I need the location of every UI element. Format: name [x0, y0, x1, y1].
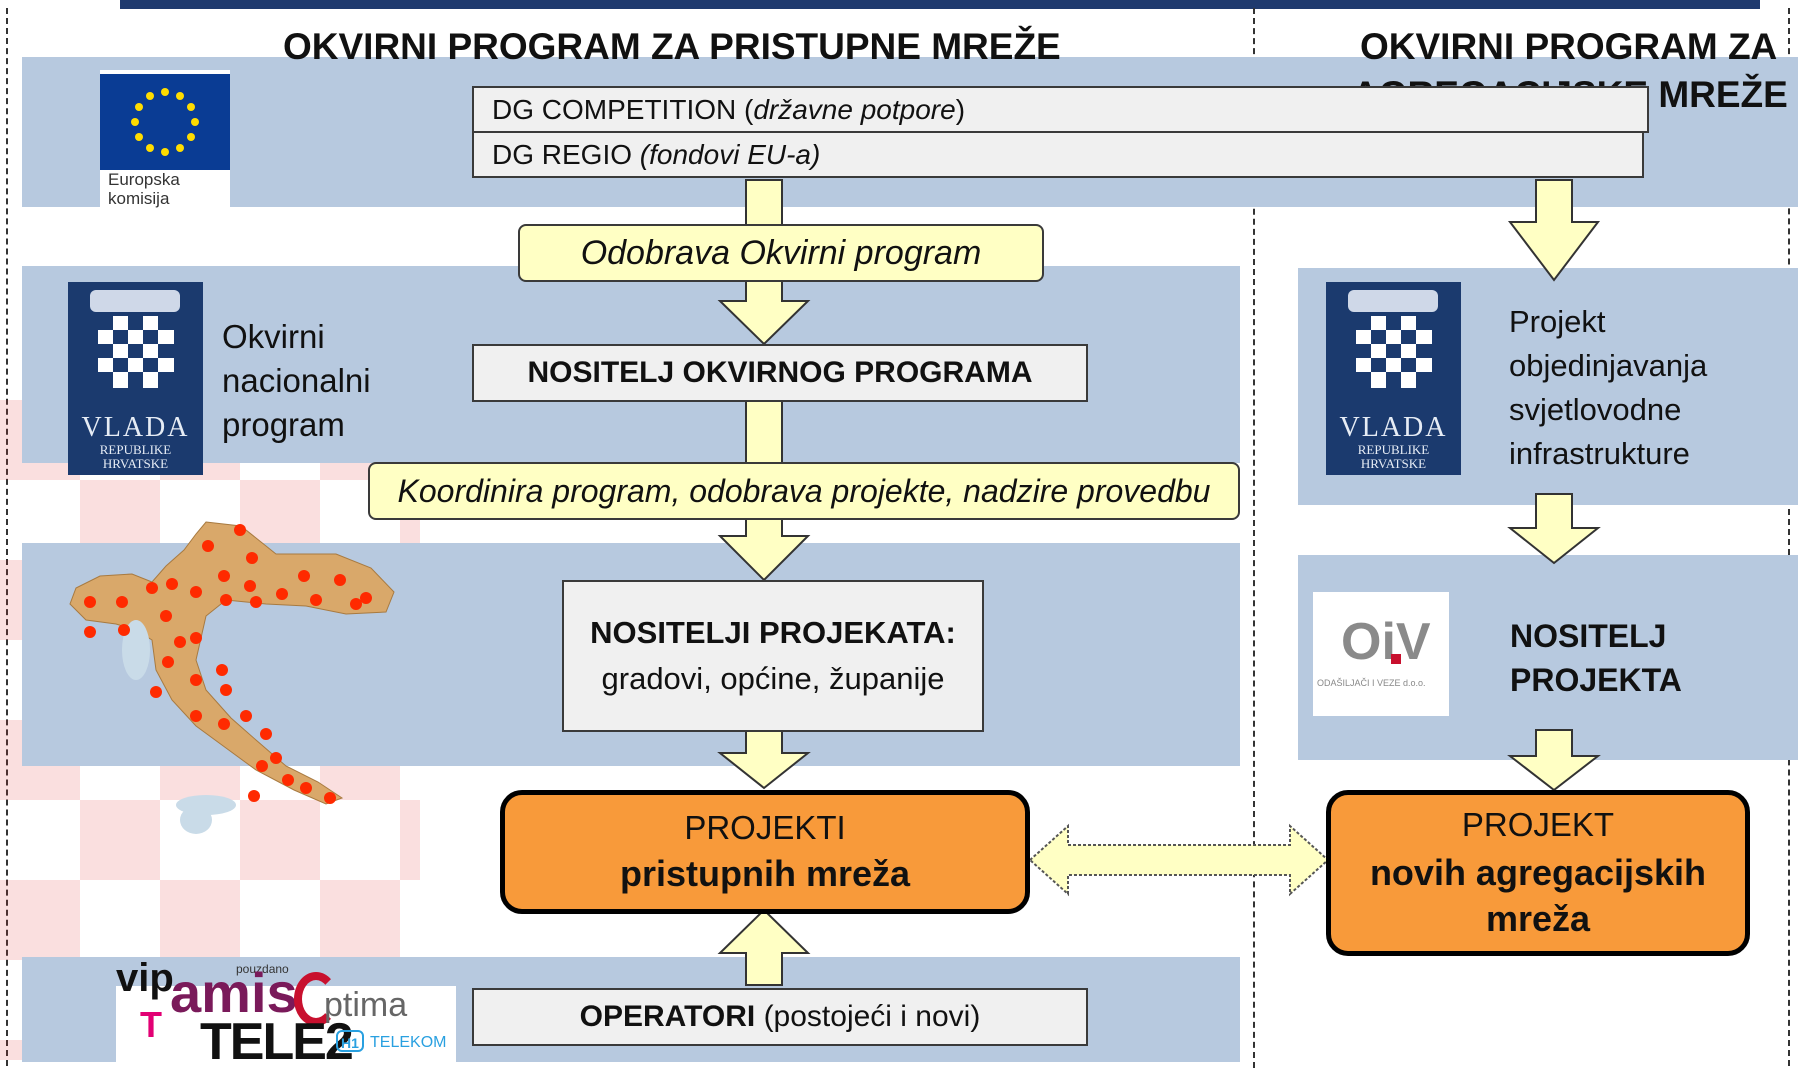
dg-competition-note: državne potpore	[753, 94, 956, 125]
approve-box: Odobrava Okvirni program	[518, 224, 1044, 282]
t-logo: T	[140, 1004, 162, 1045]
right-project-desc-4: infrastrukture	[1509, 436, 1690, 471]
project-holders-subtitle: gradovi, općine, županije	[601, 661, 945, 696]
eu-logo: Europska komisija	[100, 70, 230, 220]
dg-competition-label: DG COMPETITION (	[492, 94, 754, 125]
oiv-logo-subtext: ODAŠILJAČI I VEZE d.o.o.	[1317, 678, 1426, 688]
national-program-line3: program	[222, 406, 345, 443]
program-holder-label: NOSITELJ OKVIRNOG PROGRAMA	[527, 356, 1033, 389]
aggregation-project-line2: novih agregacijskih	[1369, 852, 1707, 893]
connector-dg-to-approve	[745, 179, 783, 226]
left-title: OKVIRNI PROGRAM ZA PRISTUPNE MREŽE	[283, 26, 1061, 67]
eu-flag-icon	[100, 74, 230, 170]
projects-access-box: PROJEKTI pristupnih mreža	[500, 790, 1030, 914]
gov-logo-right: VLADA REPUBLIKE HRVATSKE	[1326, 282, 1461, 475]
arrow-down-right-3	[1507, 729, 1601, 792]
projects-access-line1: PROJEKTI	[684, 809, 846, 846]
program-holder-box: NOSITELJ OKVIRNOG PROGRAMA	[472, 344, 1088, 402]
tele2-logo: TELE2	[200, 1013, 354, 1071]
oiv-logo-text: OiV	[1341, 613, 1431, 671]
aggregation-project-box: PROJEKT novih agregacijskih mreža	[1326, 790, 1750, 956]
right-project-desc-3: svjetlovodne	[1509, 392, 1682, 427]
eu-logo-text-2: komisija	[108, 189, 170, 208]
croatian-coat-of-arms-icon	[1348, 290, 1438, 388]
column-divider	[1253, 8, 1255, 1068]
eu-logo-text-1: Europska	[108, 170, 180, 189]
arrow-down-coord-to-projects	[717, 511, 811, 582]
dg-regio-note: (fondovi EU-a)	[639, 139, 821, 170]
top-border	[120, 0, 1760, 9]
outer-frame	[6, 8, 1790, 1066]
gov-logo-right-line3: HRVATSKE	[1360, 456, 1427, 471]
dg-competition-close: )	[955, 94, 966, 125]
right-project-desc-2: objedinjavanja	[1509, 348, 1708, 383]
double-arrow-projects	[1028, 823, 1330, 897]
dg-regio-label: DG REGIO	[492, 139, 640, 170]
dg-competition-box: DG COMPETITION (državne potpore)	[472, 86, 1649, 133]
right-project-desc-1: Projekt	[1509, 304, 1606, 339]
amis-logo: amis	[170, 961, 298, 1024]
national-program-line2: nacionalni	[222, 362, 371, 399]
connector-holder-to-coord	[745, 399, 783, 465]
vip-logo: vip	[116, 956, 174, 1000]
aggregation-project-line3: mreža	[1485, 898, 1591, 939]
gov-logo-left-line3: HRVATSKE	[102, 456, 169, 471]
right-holder-line1: NOSITELJ	[1510, 618, 1667, 654]
arrow-down-holders-to-projects	[717, 729, 811, 790]
oiv-logo-accent	[1391, 654, 1401, 664]
logos-white-panel	[116, 986, 456, 1062]
national-program-line1: Okvirni	[222, 318, 325, 355]
h1-logo-icon: H1	[336, 1030, 364, 1052]
project-holders-box: NOSITELJI PROJEKATA: gradovi, općine, žu…	[562, 580, 984, 732]
gov-logo-left-word: VLADA	[81, 412, 190, 443]
gov-logo-right-word: VLADA	[1339, 412, 1448, 443]
coordinate-box: Koordinira program, odobrava projekte, n…	[368, 462, 1240, 520]
oiv-logo: OiV ODAŠILJAČI I VEZE d.o.o.	[1313, 592, 1449, 716]
right-holder-line2: PROJEKTA	[1510, 662, 1682, 698]
arrow-down-approve-to-holder	[717, 277, 811, 346]
projects-access-line2: pristupnih mreža	[619, 853, 911, 894]
operator-logos: pouzdano vip amis ptima T TELE2 H1 TELEK…	[116, 930, 456, 1071]
croatian-coat-of-arms-icon	[90, 290, 180, 388]
pouzdano-text: pouzdano	[236, 962, 289, 976]
aggregation-project-line1: PROJEKT	[1461, 806, 1615, 843]
operators-box: OPERATORI (postojeći i novi)	[472, 988, 1088, 1046]
arrow-down-right-2	[1507, 493, 1601, 565]
arrow-down-right-1	[1507, 179, 1601, 282]
croatia-map-icon	[69, 521, 395, 834]
gov-logo-left: VLADA REPUBLIKE HRVATSKE	[68, 282, 203, 475]
right-title-line1: OKVIRNI PROGRAM ZA	[1360, 26, 1778, 67]
optima-logo: ptima	[324, 986, 408, 1024]
arrow-up-operators	[717, 908, 811, 986]
gov-logo-right-line2: REPUBLIKE	[1357, 442, 1430, 457]
operators-label: OPERATORI	[579, 1000, 756, 1033]
project-holders-title: NOSITELJI PROJEKATA:	[590, 615, 956, 650]
h1-telekom-text: TELEKOM	[370, 1034, 447, 1051]
gov-logo-left-line2: REPUBLIKE	[99, 442, 172, 457]
operators-note: (postojeći i novi)	[755, 1000, 981, 1033]
optima-swirl-icon	[294, 972, 338, 1026]
dg-regio-box: DG REGIO (fondovi EU-a)	[472, 131, 1644, 178]
